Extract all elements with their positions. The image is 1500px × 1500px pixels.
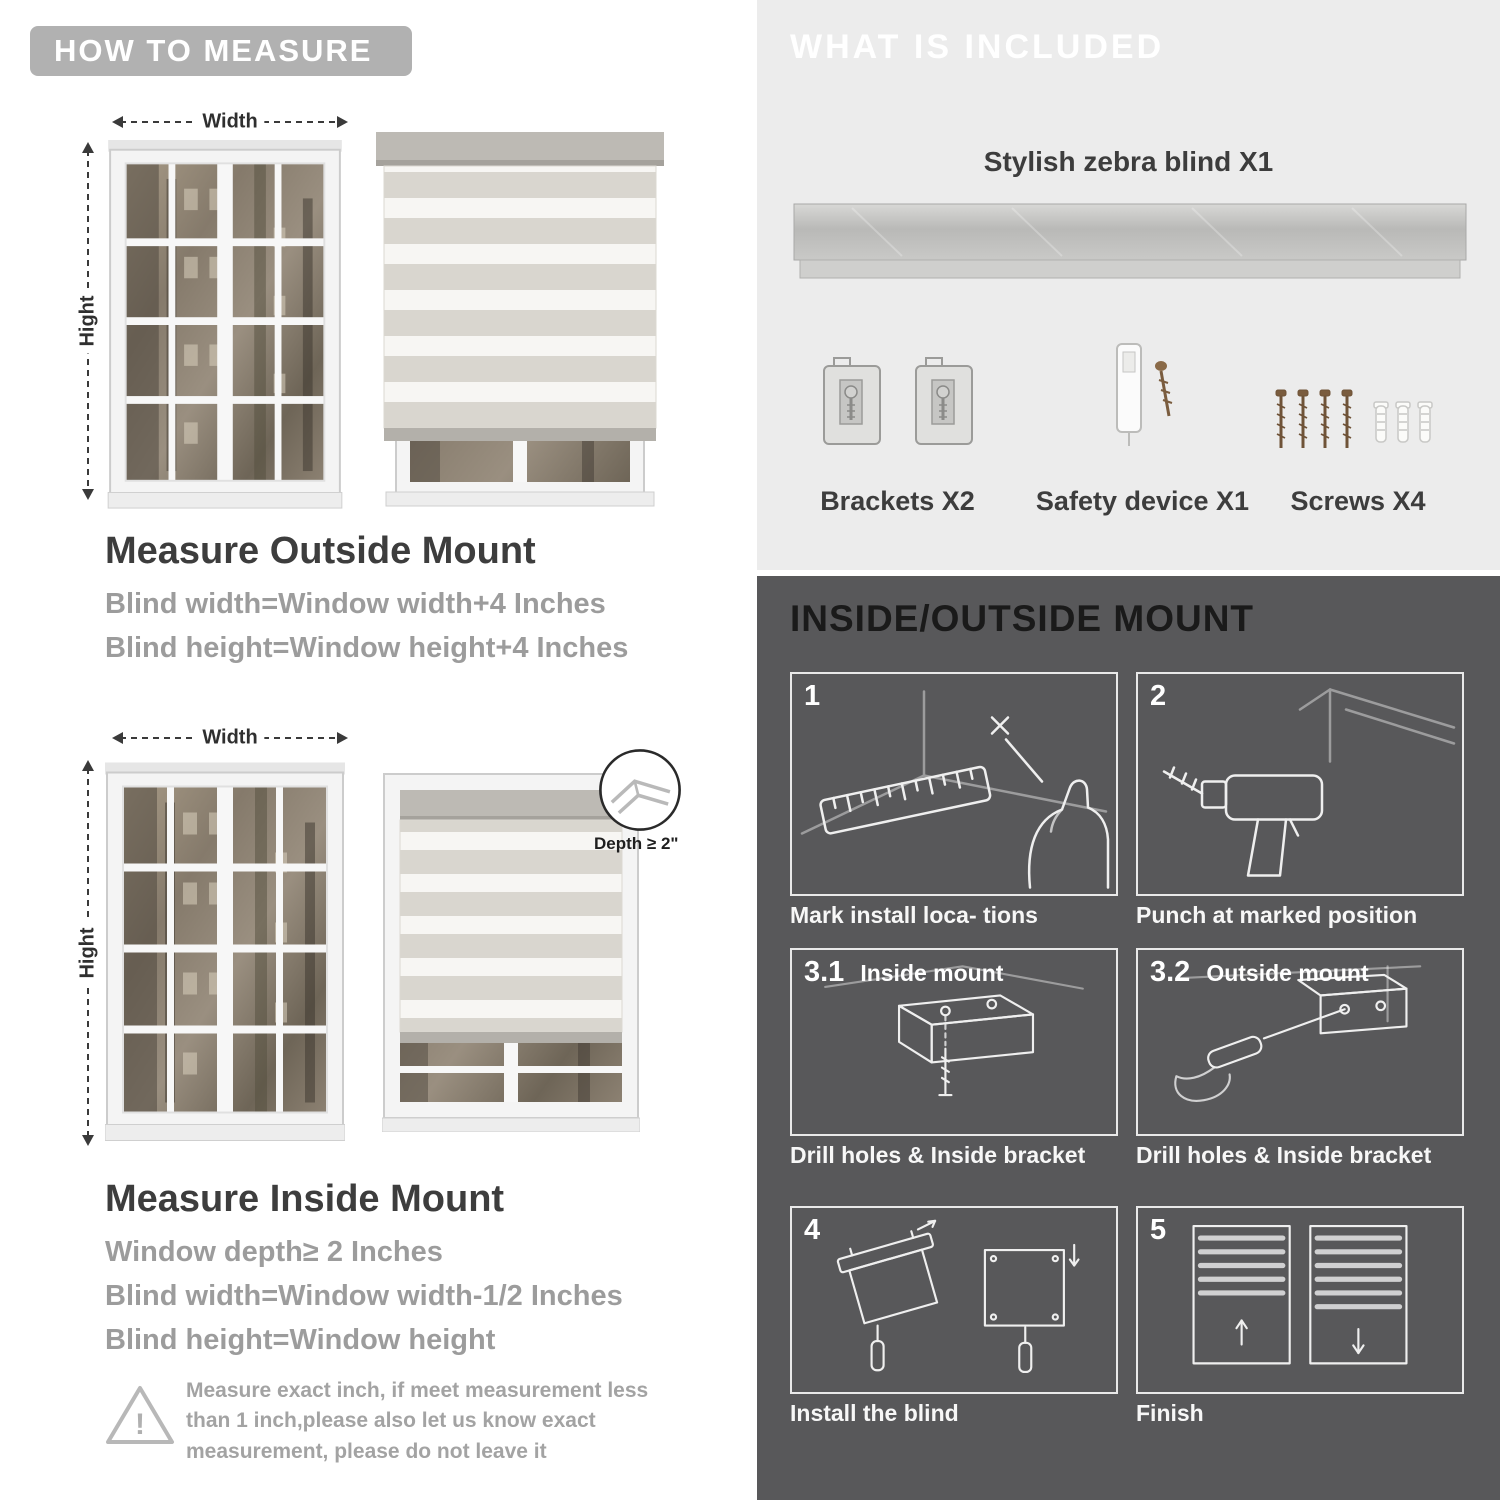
step-caption: Mark install loca- tions bbox=[790, 902, 1038, 928]
step-panel-3-1: 3.1 Inside mount bbox=[790, 948, 1118, 1136]
drill-illustration bbox=[1162, 688, 1456, 877]
mark-locations-illustration bbox=[800, 690, 1110, 889]
step-number: 5 bbox=[1150, 1214, 1167, 1246]
outside-mount-title: Measure Outside Mount bbox=[105, 530, 536, 572]
how-to-measure-label: HOW TO MEASURE bbox=[54, 33, 373, 68]
step-caption: Drill holes & Inside bracket bbox=[790, 1142, 1086, 1168]
screws-icon bbox=[1275, 389, 1433, 448]
step-number: 2 bbox=[1150, 680, 1167, 712]
step-caption: Drill holes & Inside bracket bbox=[1136, 1142, 1432, 1168]
outside-width-arrow: Width bbox=[110, 108, 350, 136]
mount-panel bbox=[757, 576, 1500, 1500]
outside-blind-illustration bbox=[376, 132, 664, 507]
outside-mount-line-2: Blind height=Window height+4 Inches bbox=[105, 632, 629, 664]
step-caption: Finish bbox=[1136, 1400, 1204, 1426]
inside-height-arrow: Hight bbox=[74, 758, 102, 1148]
brackets-icon bbox=[823, 357, 973, 445]
depth-detail-icon bbox=[599, 749, 681, 831]
warning-icon: ! bbox=[106, 1386, 174, 1444]
step-panel-3-2: 3.2 Outside mount bbox=[1136, 948, 1464, 1136]
step-number: 1 bbox=[804, 680, 821, 712]
outside-window-illustration bbox=[107, 140, 343, 509]
included-panel bbox=[757, 0, 1500, 570]
step-panel-4: 4 bbox=[790, 1206, 1118, 1394]
outside-mount-line-1: Blind width=Window width+4 Inches bbox=[105, 588, 606, 620]
inside-mount-title: Measure Inside Mount bbox=[105, 1178, 505, 1220]
outside-width-label: Width bbox=[195, 108, 265, 136]
height-arrow-icon bbox=[82, 760, 94, 1146]
step-number: 4 bbox=[804, 1214, 821, 1246]
inside-blind-illustration bbox=[382, 773, 640, 1132]
inside-mount-line-1: Window depth≥ 2 Inches bbox=[105, 1236, 443, 1268]
safety-device-icon bbox=[1116, 343, 1173, 446]
depth-label: Depth ≥ 2" bbox=[594, 834, 679, 853]
finish-illustration bbox=[1192, 1224, 1408, 1365]
step-number: 3.2 bbox=[1150, 956, 1191, 988]
brackets-label: Brackets X2 bbox=[820, 486, 975, 516]
step-number: 3.1 bbox=[804, 956, 845, 988]
inside-window-illustration bbox=[105, 762, 345, 1141]
inside-width-arrow: Width bbox=[110, 724, 350, 752]
headrail-illustration bbox=[793, 203, 1467, 279]
install-blind-illustration bbox=[836, 1219, 1080, 1374]
zebra-blind-label: Stylish zebra blind X1 bbox=[983, 146, 1274, 177]
step-caption: Punch at marked position bbox=[1136, 902, 1418, 928]
mount-header: INSIDE/OUTSIDE MOUNT bbox=[790, 598, 1255, 639]
measurement-note: Measure exact inch, if meet measurement … bbox=[186, 1379, 649, 1463]
screws-label: Screws X4 bbox=[1290, 486, 1426, 516]
safety-device-label: Safety device X1 bbox=[1035, 486, 1250, 516]
step-panel-1: 1 bbox=[790, 672, 1118, 896]
inside-width-label: Width bbox=[195, 724, 265, 752]
step-caption: Install the blind bbox=[790, 1400, 959, 1426]
step-title: Outside mount bbox=[1206, 960, 1369, 986]
step-panel-2: 2 bbox=[1136, 672, 1464, 896]
outside-height-arrow: Hight bbox=[74, 140, 102, 502]
inside-bracket-illustration bbox=[824, 965, 1084, 1097]
outside-height-label: Hight bbox=[74, 288, 102, 354]
inside-height-label: Hight bbox=[74, 920, 102, 986]
warning-exclamation: ! bbox=[135, 1408, 145, 1441]
inside-mount-line-3: Blind height=Window height bbox=[105, 1324, 496, 1356]
included-header: WHAT IS INCLUDED bbox=[790, 28, 1165, 66]
how-to-measure-header: HOW TO MEASURE bbox=[30, 26, 412, 76]
step-title: Inside mount bbox=[860, 960, 1004, 986]
inside-mount-line-2: Blind width=Window width-1/2 Inches bbox=[105, 1280, 623, 1312]
step-panel-5: 5 bbox=[1136, 1206, 1464, 1394]
outside-bracket-illustration bbox=[1174, 965, 1422, 1102]
